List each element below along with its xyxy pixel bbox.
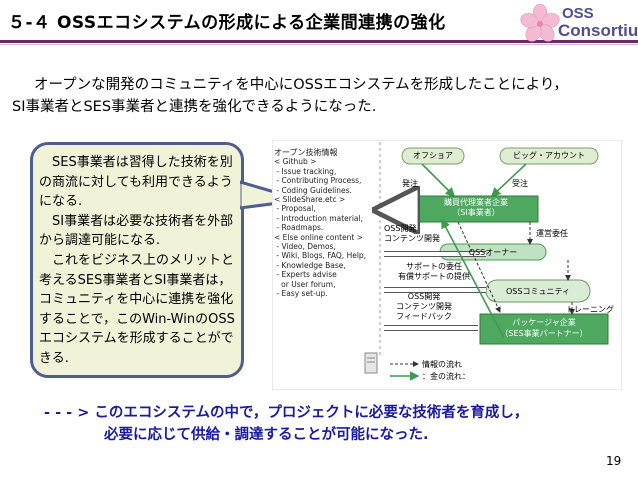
else-item: or User forum, (281, 279, 336, 289)
logo-text-oss: OSS (562, 5, 594, 22)
support-label: サポートの委任 有償サポートの提供 (398, 262, 470, 281)
training-label: トレーニング (566, 305, 614, 314)
operation-label: 運営委任 (536, 229, 568, 238)
else-item: - Video, Demos, (274, 242, 336, 252)
else-item: - Wiki, Blogs, FAQ, Help, (274, 251, 367, 261)
ecosystem-diagram: オープン技術情報 < Github > - Issue tracking, - … (272, 140, 622, 390)
else-item: - Easy set-up. (274, 289, 328, 299)
callout-paragraph-3: これをビジネス上のメリットと考えるSES事業者とSI事業者は，コミュニティを中心… (39, 252, 235, 366)
github-item: - Coding Guidelines. (274, 185, 352, 195)
conclusion-line-1: - - - > このエコシステムの中で，プロジェクトに必要な技術者を育成し， (44, 405, 529, 421)
github-item: - Contributing Process, (274, 176, 362, 186)
oss-dev-label: OSS開発 コンテンツ開発 (384, 224, 440, 243)
logo-text-consortium: Consortium (558, 21, 638, 40)
slideshare-item: - Proposal, (274, 204, 316, 214)
big-account-node: ビッグ・アカウント (513, 151, 585, 160)
oss-community-node: OSSコミュニティ (506, 287, 570, 296)
packager-line2: （SES事業パートナー） (500, 329, 588, 338)
si-company-node: 購買代理業者企業 （SI事業者） (414, 198, 538, 218)
feedback-label: OSS開発 コンテンツ開発 フィードバック (396, 292, 452, 321)
order-label: 発注 (402, 179, 418, 188)
title-divider-light (0, 44, 638, 45)
page-number: 19 (606, 454, 622, 468)
else-item: - Knowledge Base, (274, 260, 346, 270)
else-heading: < Else online content > (274, 232, 364, 242)
conclusion-line-2: 必要に応じて供給・調達することが可能になった. (104, 427, 429, 443)
diagram-canvas (272, 140, 622, 390)
callout-paragraph-1: SES事業者は習得した技術を別の商流に対しても利用できるようになる. (39, 155, 233, 210)
intro-line-2: SI事業者とSES事業者と連携を強化できるようになった. (12, 99, 377, 115)
slideshare-heading: < SlideShare.etc > (274, 195, 346, 205)
money-flow-legend: ：金の流れ： (422, 372, 470, 381)
title-divider (0, 40, 638, 43)
info-flow-legend: 情報の流れ (422, 360, 462, 369)
callout-box: SES事業者は習得した技術を別の商流に対しても利用できるようになる. SI事業者… (30, 142, 244, 378)
packager-node: パッケージャ企業 （SES事業パートナー） (480, 317, 608, 339)
slide-title: ５-４ OSSエコシステムの形成による企業間連携の強化 (8, 13, 446, 33)
open-tech-info-list: オープン技術情報 < Github > - Issue tracking, - … (274, 148, 366, 299)
intro-line-1: オープンな開発のコミュニティを中心にOSSエコシステムを形成したことにより， (34, 77, 568, 93)
github-item: - Issue tracking, (274, 166, 337, 176)
oss-owner-node: OSSオーナー (468, 248, 518, 257)
intro-text: オープンな開発のコミュニティを中心にOSSエコシステムを形成したことにより， S… (12, 74, 620, 118)
open-tech-info-title: オープン技術情報 (274, 148, 338, 157)
oss-consortium-logo: OSS Consortium (518, 4, 638, 42)
slideshare-item: - Roadmaps. (274, 223, 324, 233)
si-company-line2: （SI事業者） (452, 208, 500, 217)
slideshare-item: - Introduction material, (274, 213, 363, 223)
sakura-flower-icon (520, 4, 560, 42)
callout-paragraph-2: SI事業者は必要な技術者を外部から調達可能になる. (39, 213, 234, 249)
server-icon (364, 352, 378, 374)
github-heading: < Github > (274, 157, 317, 167)
packager-line1: パッケージャ企業 (512, 318, 576, 327)
si-company-line1: 購買代理業者企業 (444, 198, 508, 207)
else-item: - Experts advise (274, 270, 337, 280)
conclusion-text: - - - > このエコシステムの中で，プロジェクトに必要な技術者を育成し， 必… (44, 402, 528, 446)
offshore-node: オフショア (413, 151, 453, 160)
receive-label: 受注 (512, 179, 528, 188)
